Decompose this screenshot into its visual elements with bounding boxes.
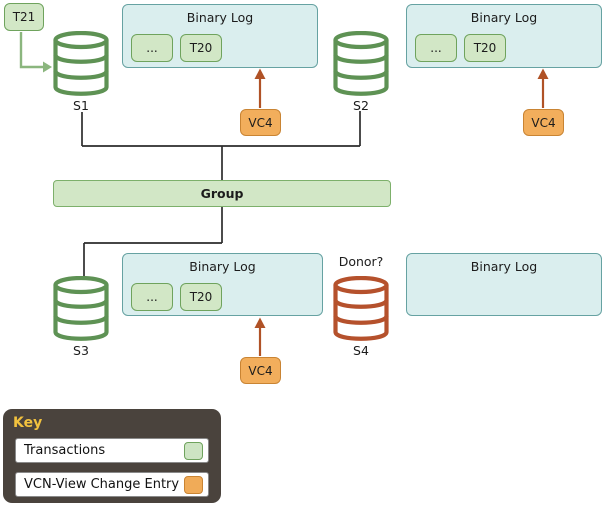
legend-label: VCN-View Change Entry: [24, 477, 180, 492]
binary-log-entries: ... T20: [415, 34, 506, 62]
transaction-entry-label: ...: [146, 290, 158, 304]
binary-log-box-4: Binary Log: [406, 253, 602, 316]
transaction-entry: T20: [180, 283, 222, 311]
legend-row-transactions: Transactions: [15, 438, 209, 463]
binary-log-box-2: Binary Log ... T20: [406, 4, 602, 68]
t21-arrow-icon: [19, 32, 52, 73]
server-label-s3: S3: [73, 343, 89, 358]
view-change-vc4-label: VC4: [248, 363, 273, 378]
binary-log-title: Binary Log: [470, 259, 538, 274]
transaction-swatch-icon: [184, 441, 203, 460]
view-change-vc4-box: VC4: [240, 357, 281, 384]
database-icon-s2: [332, 30, 390, 101]
group-label: Group: [200, 186, 244, 201]
transaction-entry: ...: [131, 34, 173, 62]
database-icon-s3: [52, 275, 110, 346]
binary-log-title: Binary Log: [186, 10, 254, 25]
legend: Key Transactions VCN-View Change Entry: [3, 409, 221, 503]
transaction-entry-label: ...: [146, 41, 158, 55]
binary-log-box-1: Binary Log ... T20: [122, 4, 318, 68]
transaction-entry: T20: [464, 34, 506, 62]
database-icon-s4-donor: [332, 275, 390, 346]
binary-log-entries: ... T20: [131, 34, 222, 62]
view-change-vc4-label: VC4: [248, 115, 273, 130]
vc4-arrow-icon: [254, 68, 266, 108]
vc4-arrow-icon: [537, 68, 549, 108]
transaction-t21-label: T21: [12, 10, 36, 24]
donor-label: Donor?: [338, 254, 384, 269]
view-change-vc4-box: VC4: [523, 109, 564, 136]
server-label-s2: S2: [353, 98, 369, 113]
database-icon-s1: [52, 30, 110, 101]
transaction-t21-box: T21: [4, 3, 44, 31]
legend-title: Key: [13, 415, 43, 431]
transaction-entry: T20: [180, 34, 222, 62]
server-label-s4: S4: [353, 343, 369, 358]
group-box: Group: [53, 180, 391, 207]
binary-log-title: Binary Log: [189, 259, 256, 274]
legend-label: Transactions: [24, 443, 106, 458]
transaction-entry-label: T20: [189, 290, 213, 304]
transaction-entry: ...: [131, 283, 173, 311]
transaction-entry-label: ...: [430, 41, 442, 55]
transaction-entry: ...: [415, 34, 457, 62]
legend-row-view-change: VCN-View Change Entry: [15, 472, 209, 497]
binary-log-entries: ... T20: [131, 283, 222, 311]
view-change-vc4-label: VC4: [531, 115, 556, 130]
transaction-entry-label: T20: [473, 41, 497, 55]
view-change-vc4-box: VC4: [240, 109, 281, 136]
binary-log-title: Binary Log: [470, 10, 538, 25]
vc4-arrow-icon: [254, 317, 266, 356]
server-label-s1: S1: [73, 98, 89, 113]
view-change-swatch-icon: [184, 475, 203, 494]
transaction-entry-label: T20: [189, 41, 213, 55]
binary-log-box-3: Binary Log ... T20: [122, 253, 323, 316]
